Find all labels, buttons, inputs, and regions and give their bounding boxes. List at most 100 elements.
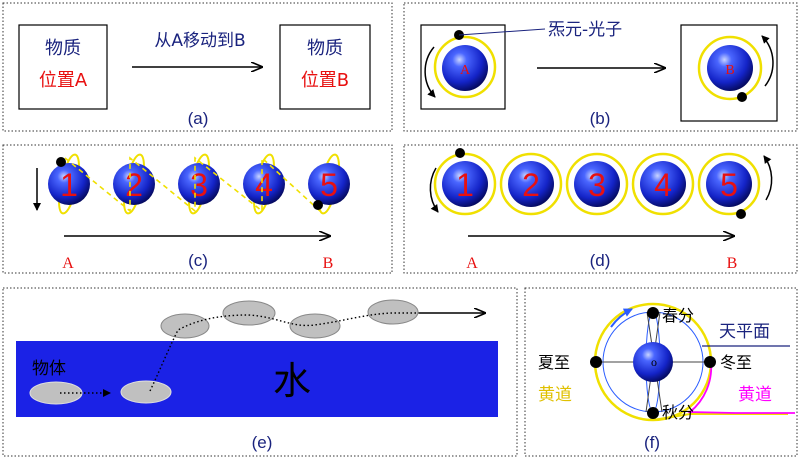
- c-ball-2: [113, 163, 155, 205]
- arrow-label: 从A移动到B: [154, 31, 245, 51]
- box-b-line2: 位置B: [301, 70, 349, 91]
- autumn-equinox-label: 秋分: [662, 403, 694, 422]
- d-ball-2: [508, 161, 554, 207]
- ball-a: [442, 45, 488, 91]
- d-ball-label-5: 5: [720, 167, 738, 203]
- path-dotted: [149, 312, 420, 392]
- panel-b-frame: [403, 2, 798, 132]
- panel-b: A 炁元-光子 B (b): [420, 20, 778, 128]
- water-body: [16, 341, 498, 417]
- rotate-arrow-right: [761, 35, 774, 87]
- winter-dot: [704, 356, 716, 368]
- photon-end-dot: [313, 200, 323, 210]
- photon-dot-d-start: [455, 148, 465, 158]
- c-ball-label-2: 2: [125, 167, 143, 203]
- photon-start-dot: [56, 157, 66, 167]
- d-ring-2: [499, 152, 563, 216]
- c-ball-1: [48, 163, 90, 205]
- caption-a: (a): [188, 109, 209, 128]
- ecliptic-magenta: [687, 361, 795, 414]
- caption-b: (b): [590, 109, 611, 128]
- d-ball-label-1: 1: [456, 167, 474, 203]
- center-label: o: [651, 355, 657, 369]
- autumn-dot: [647, 407, 659, 419]
- photon-ring-b: [697, 35, 763, 101]
- water-label: 水: [273, 359, 311, 403]
- c-ball-label-5: 5: [320, 167, 338, 203]
- caption-f: (f): [644, 433, 660, 452]
- panel-c-balls: 1 2 3 4 5: [48, 153, 350, 215]
- d-ball-3: [574, 161, 620, 207]
- d-ball-label-4: 4: [654, 167, 672, 203]
- d-ball-5: [706, 161, 752, 207]
- ball-a-label: A: [460, 63, 471, 78]
- ecliptic-label-right: 黄道: [738, 385, 772, 405]
- center-ball: [633, 342, 673, 382]
- c-ball-3: [178, 163, 220, 205]
- panel-e-frame: [2, 287, 518, 457]
- d-ball-4: [640, 161, 686, 207]
- ball-b: [707, 45, 753, 91]
- box-position-b: [279, 24, 371, 110]
- panel-f-frame: [524, 287, 798, 457]
- c-ball-label-3: 3: [190, 167, 208, 203]
- object-ellipse-4: [222, 300, 276, 326]
- spring-dot: [647, 307, 659, 319]
- rotate-arrow-d-right: [763, 155, 773, 201]
- ball-b-label: B: [725, 63, 734, 78]
- winter-solstice-label: 冬至: [720, 353, 752, 372]
- box-a-line1: 物质: [45, 38, 81, 59]
- d-end-label: B: [727, 255, 738, 272]
- d-ring-3: [565, 152, 629, 216]
- ecliptic-yellow-tail: [594, 361, 788, 422]
- caption-d: (d): [590, 251, 611, 270]
- photon-ring: [433, 35, 497, 99]
- rotate-arrow-d-left: [429, 167, 439, 213]
- box-a-line2: 位置A: [39, 70, 88, 91]
- photon-dot-b: [737, 92, 747, 102]
- direction-arrow: [610, 308, 633, 328]
- caption-c: (c): [188, 251, 208, 270]
- photon-path-zigzag: [64, 156, 321, 213]
- d-ball-label-2: 2: [522, 167, 540, 203]
- object-ellipse-2: [120, 380, 172, 404]
- panel-a-frame: [2, 2, 393, 132]
- c-end-label: B: [323, 255, 334, 272]
- panel-e: 水 物体 (e): [16, 299, 498, 452]
- summer-solstice-label: 夏至: [538, 353, 570, 372]
- panel-d-frame: [403, 144, 798, 274]
- c-ball-label-1: 1: [60, 167, 78, 203]
- object-ellipse-1: [29, 381, 83, 405]
- panel-c-frame: [2, 144, 393, 274]
- rotate-arrow-left: [424, 46, 436, 98]
- object-ellipse-6: [367, 299, 419, 325]
- celestial-plane-label: 天平面: [719, 322, 770, 342]
- d-ball-1: [442, 161, 488, 207]
- spring-equinox-label: 春分: [662, 306, 694, 325]
- d-ring-5: [697, 152, 761, 216]
- caption-e: (e): [252, 433, 273, 452]
- object-ellipse-5: [289, 313, 341, 339]
- d-start-label: A: [466, 255, 478, 272]
- c-ball-label-4: 4: [255, 167, 273, 203]
- ecliptic-label-left: 黄道: [538, 385, 572, 405]
- callout-line: [458, 28, 546, 36]
- photon-callout: 炁元-光子: [548, 20, 622, 40]
- panel-f: o 春分 秋分 夏至 冬至 天平面 黄道 黄道 (f): [538, 302, 795, 452]
- box-b-line1: 物质: [307, 38, 343, 59]
- c-start-label: A: [62, 255, 74, 272]
- d-ring-4: [631, 152, 695, 216]
- c-ball-5: [308, 163, 350, 205]
- object-ellipse-3: [160, 313, 210, 339]
- box-position-a: [18, 24, 108, 110]
- panel-a: 物质 位置A 从A移动到B 物质 位置B (a): [18, 24, 371, 128]
- c-ball-4: [243, 163, 285, 205]
- summer-dot: [590, 356, 602, 368]
- d-ring-1: [433, 152, 497, 216]
- panel-c: 1 2 3 4 5 A B (c): [33, 153, 350, 272]
